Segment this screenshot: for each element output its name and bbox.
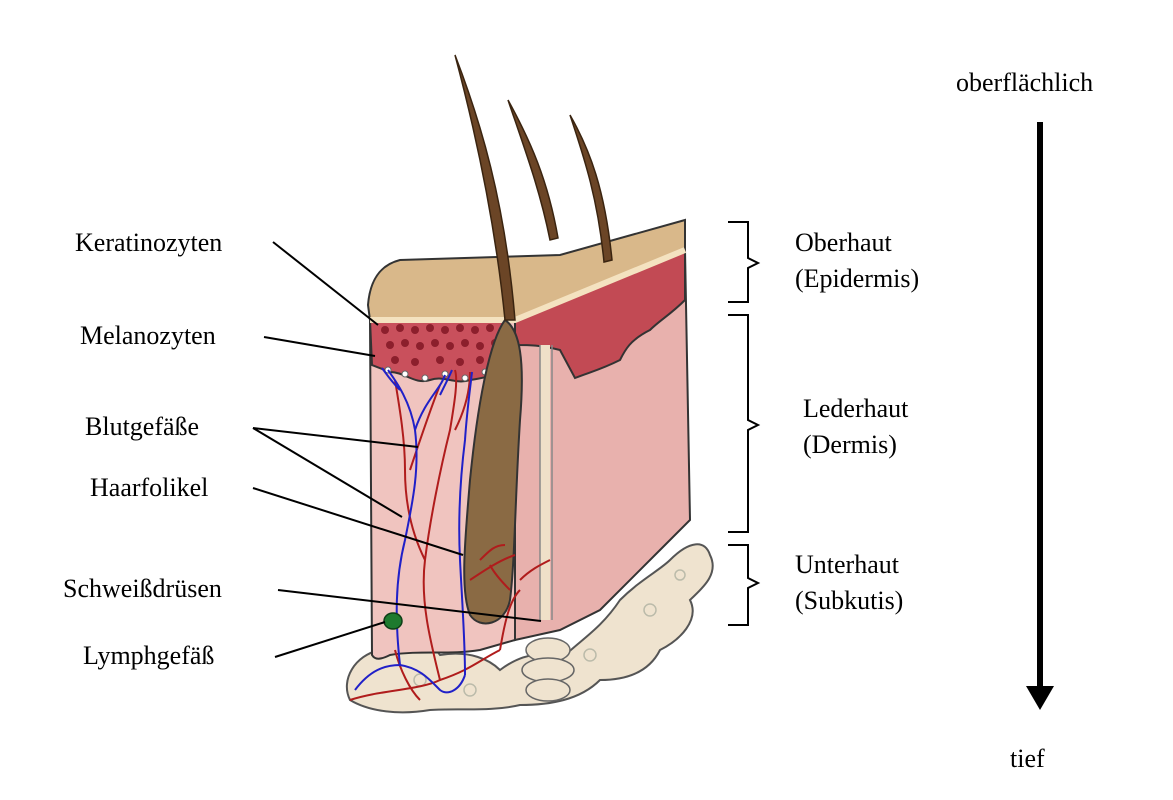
depth-label-bottom: tief [1010,744,1045,774]
label-lymphgefaess: Lymphgefäß [83,641,214,671]
layer-oberhaut-latin: (Epidermis) [795,264,919,294]
layer-unterhaut-name: Unterhaut [795,550,899,580]
label-melanozyten: Melanozyten [80,321,216,351]
layer-lederhaut-latin: (Dermis) [803,430,897,460]
layer-lederhaut-name: Lederhaut [803,394,908,424]
label-haarfolikel: Haarfolikel [90,473,208,503]
depth-label-top: oberflächlich [956,68,1093,98]
depth-arrow [1026,122,1054,710]
label-blutgefaesse: Blutgefäße [85,412,199,442]
lymph-vessel [384,613,402,629]
sweat-gland [522,638,574,701]
layer-oberhaut-name: Oberhaut [795,228,892,258]
label-schweissdruesen: Schweißdrüsen [63,574,222,604]
layer-unterhaut-latin: (Subkutis) [795,586,903,616]
layer-brackets [728,222,758,625]
label-keratinozyten: Keratinozyten [75,228,222,258]
